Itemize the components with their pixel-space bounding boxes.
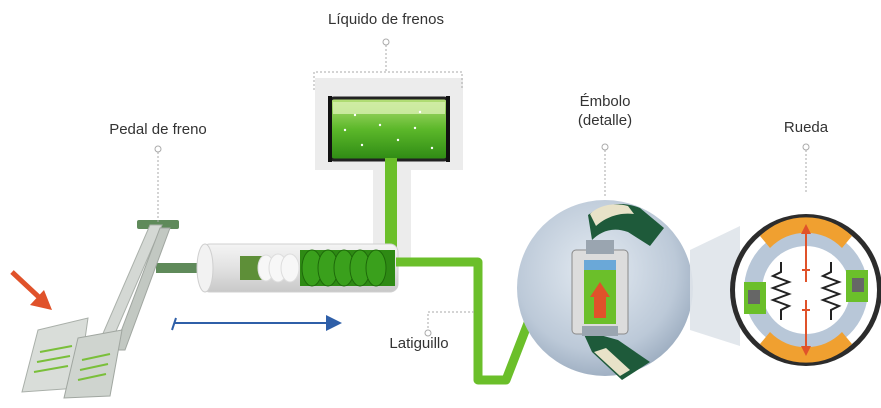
label-brake-fluid: Líquido de frenos xyxy=(328,11,444,28)
label-brake-hose: Latiguillo xyxy=(389,335,449,352)
label-brake-pedal: Pedal de freno xyxy=(109,121,207,138)
label-piston-line2: (detalle) xyxy=(577,112,633,129)
label-bracket-brake-fluid xyxy=(313,38,463,90)
label-wheel: Rueda xyxy=(783,119,829,136)
label-piston: Émbolo (detalle) xyxy=(560,92,650,130)
master-cylinder-icon xyxy=(156,243,399,293)
label-bracket-wheel xyxy=(802,143,810,194)
push-arrow-icon xyxy=(10,270,52,310)
piston-detail-icon xyxy=(517,200,693,380)
label-bracket-pedal xyxy=(154,145,162,222)
brake-line-icon xyxy=(396,257,535,385)
label-bracket-hose xyxy=(424,311,474,337)
label-piston-line1: Émbolo xyxy=(579,93,631,110)
reservoir-icon xyxy=(315,78,463,258)
wheel-detail-icon xyxy=(730,214,881,366)
label-bracket-piston xyxy=(601,143,609,196)
wheel-connector-icon xyxy=(690,226,740,346)
travel-arrow-icon xyxy=(171,315,342,331)
pedal-icon xyxy=(21,220,179,399)
